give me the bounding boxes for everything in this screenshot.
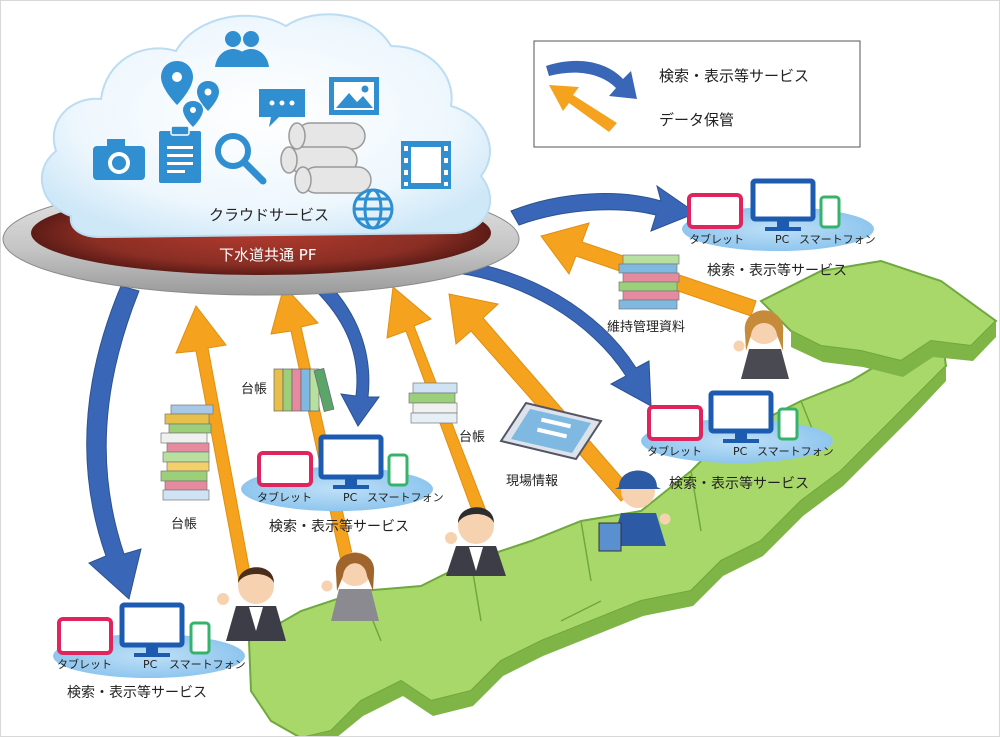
maintenance-docs-label: 維持管理資料 <box>607 320 685 335</box>
pc-icon <box>750 178 816 231</box>
storage-arrow-1 <box>175 305 254 592</box>
ledger-label-left: 台帳 <box>171 517 197 532</box>
tablet-label: タブレット <box>689 232 744 246</box>
field-tablet-icon <box>499 401 603 461</box>
pc-label: PC <box>733 445 748 458</box>
cloud-shape <box>40 13 492 239</box>
image-icon <box>329 77 379 115</box>
legend: 検索・表示等サービス データ保管 <box>533 40 861 148</box>
pc-icon <box>708 390 774 443</box>
pc-icon <box>318 434 384 489</box>
cloud-service-label: クラウドサービス <box>209 206 329 224</box>
person-man-center <box>445 507 506 576</box>
ledger-label-right: 台帳 <box>459 430 485 445</box>
smartphone-label: スマートフォン <box>799 233 876 246</box>
search-arrow-right <box>455 260 652 407</box>
service-caption: 検索・表示等サービス <box>669 475 809 492</box>
users-icon <box>215 31 269 67</box>
pc-label: PC <box>775 233 790 246</box>
search-arrow-center <box>315 283 380 427</box>
hokkaido-shadow <box>791 321 996 377</box>
device-pool-bottom-left: タブレット PC スマートフォン 検索・表示等サービス <box>53 602 246 701</box>
location-pin-icon <box>161 61 219 127</box>
device-pool-top-right: タブレット PC スマートフォン 検索・表示等サービス <box>682 178 876 279</box>
tablet-icon <box>687 193 743 229</box>
camera-icon <box>93 139 145 180</box>
person-woman-center <box>321 552 379 621</box>
person-man-left <box>217 567 286 641</box>
search-icon <box>215 133 267 185</box>
device-pool-center: タブレット PC スマートフォン 検索・表示等サービス <box>241 434 444 535</box>
smartphone-icon <box>189 621 211 655</box>
tablet-icon <box>57 617 113 655</box>
document-icon <box>159 125 201 183</box>
pc-icon <box>119 602 185 657</box>
tablet-label: タブレット <box>647 444 702 458</box>
tablet-icon <box>647 405 703 441</box>
smartphone-label: スマートフォン <box>367 491 444 504</box>
storage-arrow-4 <box>448 293 634 502</box>
legend-storage-arrow-icon <box>549 85 617 132</box>
pc-label: PC <box>343 491 358 504</box>
person-woman-right <box>733 310 789 379</box>
service-caption: 検索・表示等サービス <box>67 684 207 701</box>
legend-box <box>533 40 861 148</box>
tablet-icon <box>257 451 313 487</box>
device-pool-right-middle: タブレット PC スマートフォン 検索・表示等サービス <box>641 390 834 492</box>
smartphone-label: スマートフォン <box>169 658 246 671</box>
legend-search-label: 検索・表示等サービス <box>659 67 809 85</box>
smartphone-icon <box>387 453 409 487</box>
smartphone-icon <box>777 407 799 441</box>
tablet-label: タブレット <box>257 490 312 504</box>
tablet-label: タブレット <box>57 657 112 671</box>
service-caption: 検索・表示等サービス <box>707 262 847 279</box>
service-caption: 検索・表示等サービス <box>269 518 409 535</box>
field-info-label: 現場情報 <box>506 474 558 489</box>
search-arrow-topright <box>510 184 698 232</box>
search-arrow-left <box>86 285 142 600</box>
cloud-group: クラウドサービス 下水道共通 PF <box>2 13 520 296</box>
globe-icon <box>352 188 394 230</box>
smartphone-label: スマートフォン <box>757 445 834 458</box>
film-icon <box>401 141 451 189</box>
platform-label: 下水道共通 PF <box>219 246 316 264</box>
chat-icon <box>259 89 305 127</box>
person-worker <box>598 470 671 552</box>
ledger-books-left <box>160 404 214 501</box>
maintenance-binders <box>618 254 680 310</box>
ledger-binders-center <box>273 367 335 413</box>
honshu-shadow <box>309 366 946 736</box>
legend-search-arrow-icon <box>546 60 637 99</box>
pipes-icon <box>280 122 372 194</box>
ledger-label-center: 台帳 <box>241 382 267 397</box>
legend-storage-label: データ保管 <box>659 111 734 129</box>
smartphone-icon <box>819 195 841 229</box>
pc-label: PC <box>143 658 158 671</box>
ledger-papers-right <box>408 382 458 424</box>
